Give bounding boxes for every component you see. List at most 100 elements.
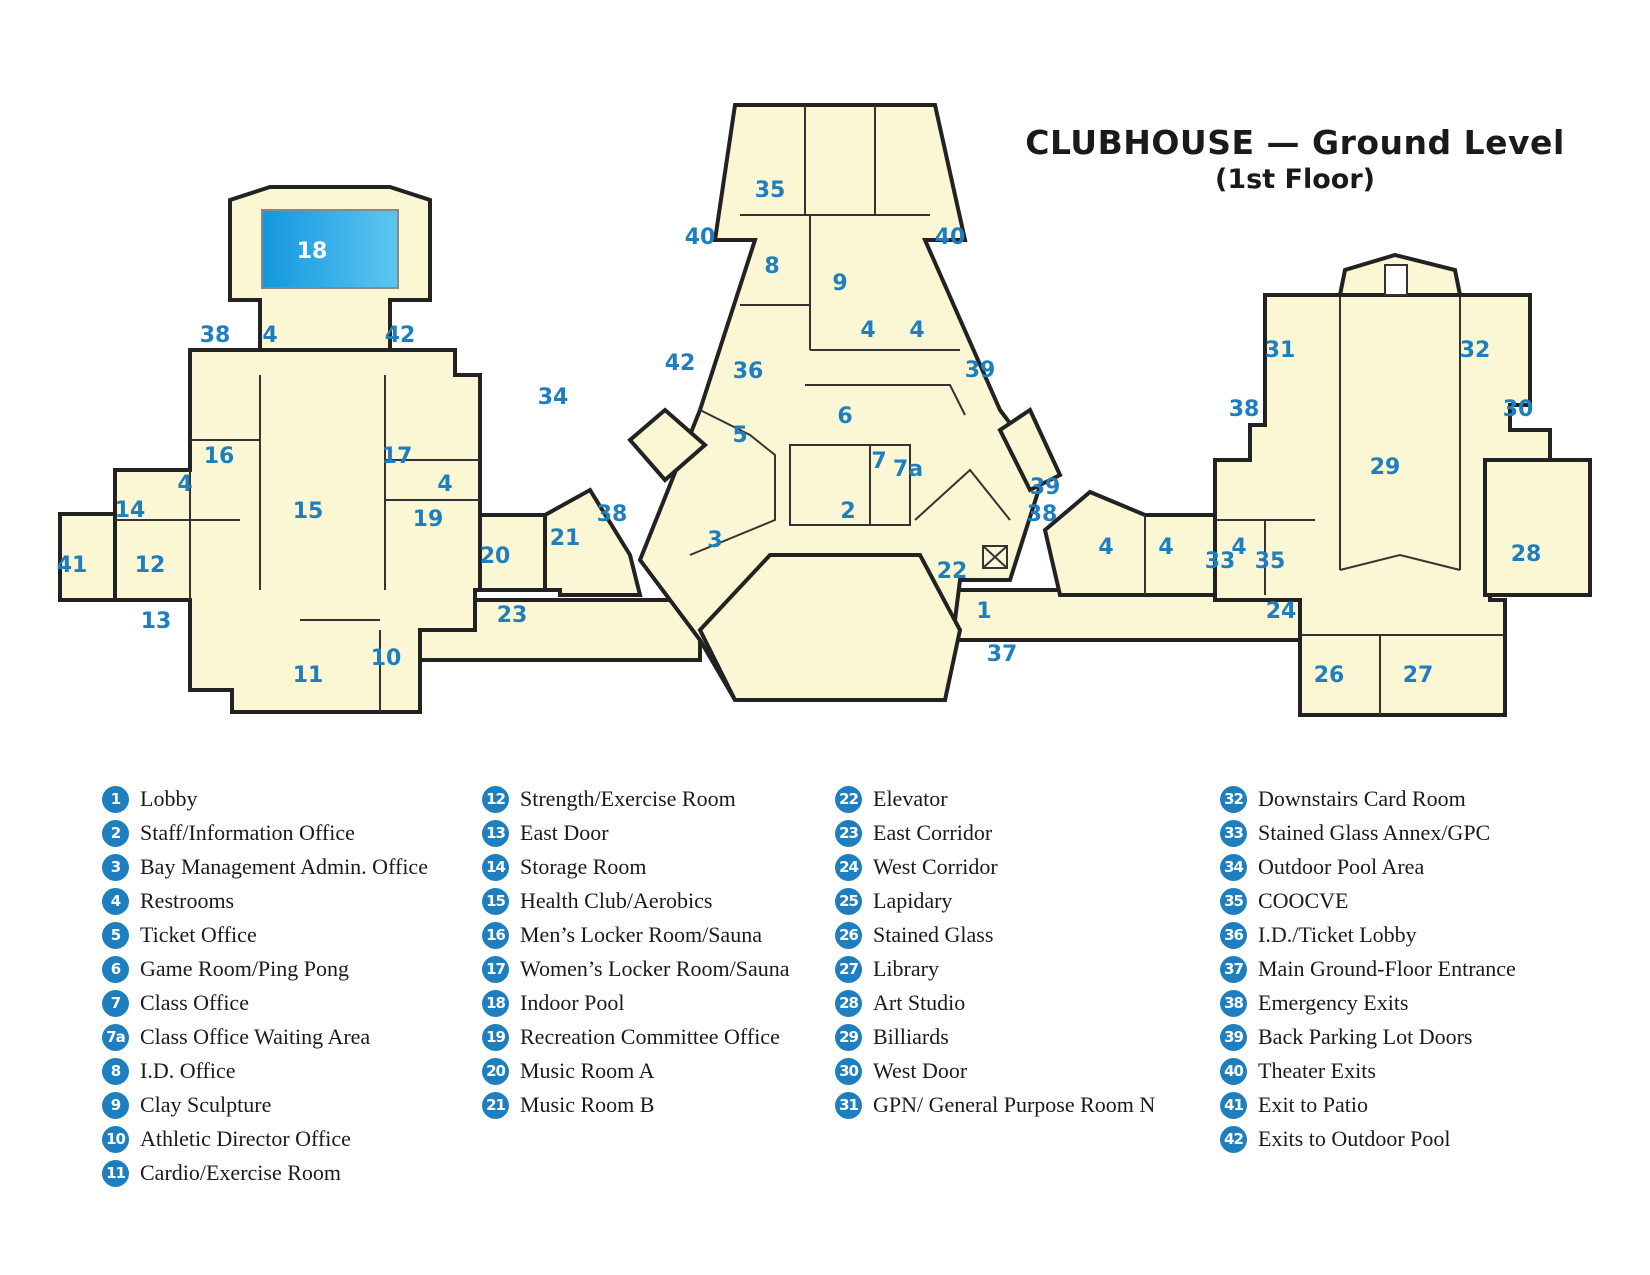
- map-label-17: 17: [382, 444, 413, 469]
- legend-badge: 23: [835, 819, 862, 847]
- map-label-18: 18: [297, 239, 328, 264]
- legend-badge: 34: [1220, 853, 1247, 881]
- legend-label: Bay Management Admin. Office: [140, 854, 428, 879]
- legend-label: Stained Glass: [873, 922, 994, 947]
- legend-badge: 37: [1220, 955, 1247, 983]
- legend-label: Outdoor Pool Area: [1258, 854, 1425, 879]
- legend-badge: 42: [1220, 1125, 1247, 1153]
- legend-badge: 11: [102, 1159, 129, 1187]
- map-label-14: 14: [115, 498, 146, 523]
- legend-label: Indoor Pool: [520, 990, 625, 1015]
- map-title-main: CLUBHOUSE — Ground Level: [1025, 123, 1565, 162]
- legend-badge: 16: [482, 921, 509, 949]
- legend-label: Storage Room: [520, 854, 647, 879]
- legend-label: Music Room B: [520, 1092, 655, 1117]
- legend-badge: 27: [835, 955, 862, 983]
- legend-label: Class Office Waiting Area: [140, 1024, 371, 1049]
- legend-label: Restrooms: [140, 888, 235, 913]
- stair-left: [627, 407, 709, 483]
- legend-label: Main Ground-Floor Entrance: [1258, 956, 1516, 981]
- legend-item: 42 Exits to Outdoor Pool: [1220, 1122, 1516, 1156]
- map-label-12: 12: [135, 553, 166, 578]
- legend-item: 3 Bay Management Admin. Office: [102, 850, 428, 884]
- billiards-wing: [1213, 293, 1592, 717]
- map-label-4: 4: [1158, 535, 1173, 560]
- legend-item: 20 Music Room A: [482, 1054, 790, 1088]
- legend-item: 38 Emergency Exits: [1220, 986, 1516, 1020]
- stair-right: [997, 407, 1063, 493]
- legend-label: Art Studio: [873, 990, 966, 1015]
- map-title: CLUBHOUSE — Ground Level (1st Floor): [1000, 123, 1590, 195]
- map-label-7a: 7a: [893, 457, 923, 482]
- map-label-1: 1: [976, 599, 991, 624]
- legend-badge: 25: [835, 887, 862, 915]
- legend-badge: 20: [482, 1057, 509, 1085]
- legend-label: Library: [873, 956, 939, 981]
- map-label-20: 20: [480, 544, 511, 569]
- map-label-8: 8: [764, 254, 779, 279]
- map-label-4: 4: [262, 323, 277, 348]
- legend-badge: 28: [835, 989, 862, 1017]
- legend-badge: 24: [835, 853, 862, 881]
- map-label-4: 4: [860, 318, 875, 343]
- legend-badge: 3: [102, 853, 129, 881]
- map-label-42: 42: [385, 323, 416, 348]
- legend-label: Emergency Exits: [1258, 990, 1409, 1015]
- legend-label: GPN/ General Purpose Room N: [873, 1092, 1156, 1117]
- legend-badge: 5: [102, 921, 129, 949]
- legend-label: I.D. Office: [140, 1058, 236, 1083]
- legend-label: Cardio/Exercise Room: [140, 1160, 342, 1185]
- legend-label: Music Room A: [520, 1058, 655, 1083]
- legend-label: Athletic Director Office: [140, 1126, 351, 1151]
- legend-badge: 35: [1220, 887, 1247, 915]
- legend-label: Strength/Exercise Room: [520, 786, 736, 811]
- map-label-31: 31: [1265, 338, 1296, 363]
- legend-badge: 31: [835, 1091, 862, 1119]
- map-label-38: 38: [1229, 397, 1260, 422]
- map-title-sub: (1st Floor): [1215, 164, 1375, 195]
- map-label-30: 30: [1503, 397, 1534, 422]
- legend-badge: 39: [1220, 1023, 1247, 1051]
- legend-item: 31 GPN/ General Purpose Room N: [835, 1088, 1155, 1122]
- map-label-9: 9: [832, 271, 847, 296]
- legend-label: Exits to Outdoor Pool: [1258, 1126, 1451, 1151]
- map-label-4: 4: [1098, 535, 1113, 560]
- legend-badge: 12: [482, 785, 509, 813]
- map-label-32: 32: [1460, 338, 1491, 363]
- legend-badge: 6: [102, 955, 129, 983]
- map-label-11: 11: [293, 663, 324, 688]
- legend-badge: 2: [102, 819, 129, 847]
- map-label-5: 5: [732, 423, 747, 448]
- map-label-23: 23: [497, 603, 528, 628]
- legend-badge: 38: [1220, 989, 1247, 1017]
- legend-badge: 36: [1220, 921, 1247, 949]
- legend-label: East Corridor: [873, 820, 993, 845]
- right-restrooms: [1042, 489, 1217, 597]
- legend-label: Billiards: [873, 1024, 949, 1049]
- legend-item: 34 Outdoor Pool Area: [1220, 850, 1516, 884]
- map-label-38: 38: [597, 502, 628, 527]
- legend-label: Theater Exits: [1258, 1058, 1376, 1083]
- legend-badge: 15: [482, 887, 509, 915]
- music-room-a: [478, 513, 547, 592]
- legend-badge: 30: [835, 1057, 862, 1085]
